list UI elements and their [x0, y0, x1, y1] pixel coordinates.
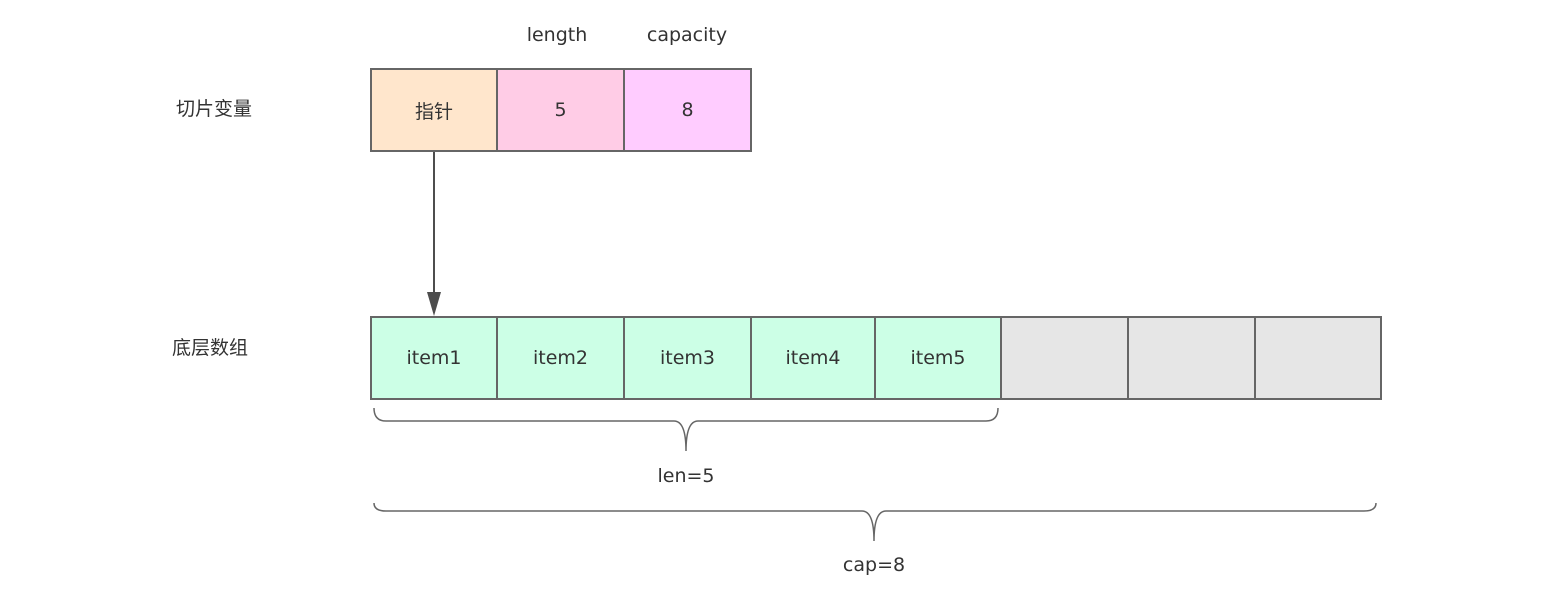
array-cell-label: item1 — [406, 347, 462, 369]
capacity-field: 8 — [623, 68, 752, 152]
array-cell-label: item4 — [785, 347, 841, 369]
underlying-array-label: 底层数组 — [172, 337, 249, 359]
slice-variable-label: 切片变量 — [176, 98, 253, 120]
capacity-field-value: 8 — [681, 99, 694, 121]
length-field-value: 5 — [554, 99, 567, 121]
cap-brace — [373, 502, 1377, 542]
len-brace — [373, 407, 999, 452]
length-field: 5 — [496, 68, 625, 152]
array-cell-label: item3 — [659, 347, 715, 369]
array-cell: item1 — [370, 316, 498, 400]
array-cell: item2 — [496, 316, 625, 400]
header-length: length — [526, 24, 588, 46]
array-cell-empty — [1254, 316, 1382, 400]
cap-label: cap=8 — [842, 554, 906, 576]
array-cell-label: item2 — [532, 347, 588, 369]
len-label: len=5 — [657, 465, 715, 487]
header-capacity: capacity — [646, 24, 728, 46]
array-cell: item4 — [750, 316, 876, 400]
array-cell-label: item5 — [910, 347, 966, 369]
pointer-arrow-head — [427, 292, 441, 316]
array-cell: item3 — [623, 316, 752, 400]
array-cell-empty — [1127, 316, 1256, 400]
pointer-field-label: 指针 — [414, 100, 453, 123]
